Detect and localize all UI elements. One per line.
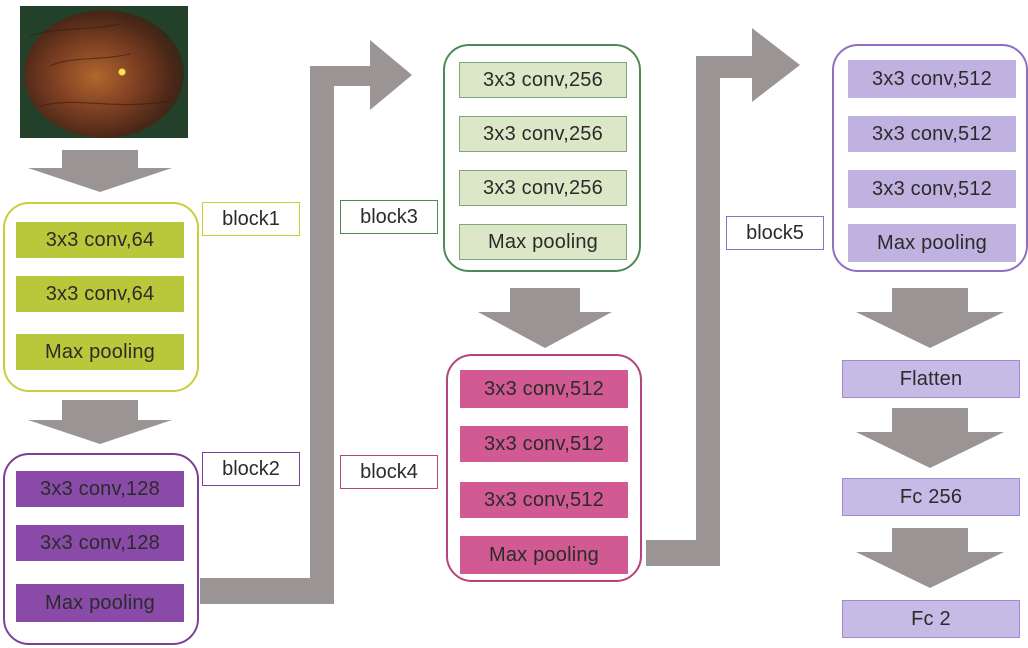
fundus-image xyxy=(20,6,188,138)
block3-conv1: 3x3 conv,256 xyxy=(459,62,627,98)
block4-conv1: 3x3 conv,512 xyxy=(460,370,628,408)
arrow-block2-to-block3 xyxy=(200,40,412,604)
arrow-block4-to-block5 xyxy=(646,28,800,566)
block5-conv2: 3x3 conv,512 xyxy=(848,116,1016,152)
block3-label: block3 xyxy=(340,200,438,234)
arrow-block5-to-flatten xyxy=(856,288,1004,348)
arrow-block3-to-block4 xyxy=(478,288,612,348)
block5-container: 3x3 conv,512 3x3 conv,512 3x3 conv,512 M… xyxy=(832,44,1028,272)
arrow-block1-to-block2 xyxy=(28,400,172,444)
block1-container: 3x3 conv,64 3x3 conv,64 Max pooling xyxy=(3,202,199,392)
block5-label: block5 xyxy=(726,216,824,250)
block4-label: block4 xyxy=(340,455,438,489)
block2-container: 3x3 conv,128 3x3 conv,128 Max pooling xyxy=(3,453,199,645)
fc256-layer: Fc 256 xyxy=(842,478,1020,516)
block4-container: 3x3 conv,512 3x3 conv,512 3x3 conv,512 M… xyxy=(446,354,642,582)
block2-maxpool: Max pooling xyxy=(16,584,184,622)
block3-maxpool: Max pooling xyxy=(459,224,627,260)
block1-conv2: 3x3 conv,64 xyxy=(16,276,184,312)
block3-container: 3x3 conv,256 3x3 conv,256 3x3 conv,256 M… xyxy=(443,44,641,272)
flow-arrows xyxy=(28,28,1004,604)
block4-maxpool: Max pooling xyxy=(460,536,628,574)
arrow-fc256-to-fc2 xyxy=(856,528,1004,588)
block5-conv3: 3x3 conv,512 xyxy=(848,170,1016,208)
block2-label: block2 xyxy=(202,452,300,486)
arrow-image-to-block1 xyxy=(28,150,172,192)
fc2-layer: Fc 2 xyxy=(842,600,1020,638)
block3-conv3: 3x3 conv,256 xyxy=(459,170,627,206)
block5-conv1: 3x3 conv,512 xyxy=(848,60,1016,98)
block1-label: block1 xyxy=(202,202,300,236)
block1-conv1: 3x3 conv,64 xyxy=(16,222,184,258)
block2-conv2: 3x3 conv,128 xyxy=(16,525,184,561)
block5-maxpool: Max pooling xyxy=(848,224,1016,262)
arrow-flatten-to-fc256 xyxy=(856,408,1004,468)
block4-conv2: 3x3 conv,512 xyxy=(460,426,628,462)
block4-conv3: 3x3 conv,512 xyxy=(460,482,628,518)
flatten-layer: Flatten xyxy=(842,360,1020,398)
block3-conv2: 3x3 conv,256 xyxy=(459,116,627,152)
fundus-photograph-icon xyxy=(20,6,188,138)
block1-maxpool: Max pooling xyxy=(16,334,184,370)
block2-conv1: 3x3 conv,128 xyxy=(16,471,184,507)
